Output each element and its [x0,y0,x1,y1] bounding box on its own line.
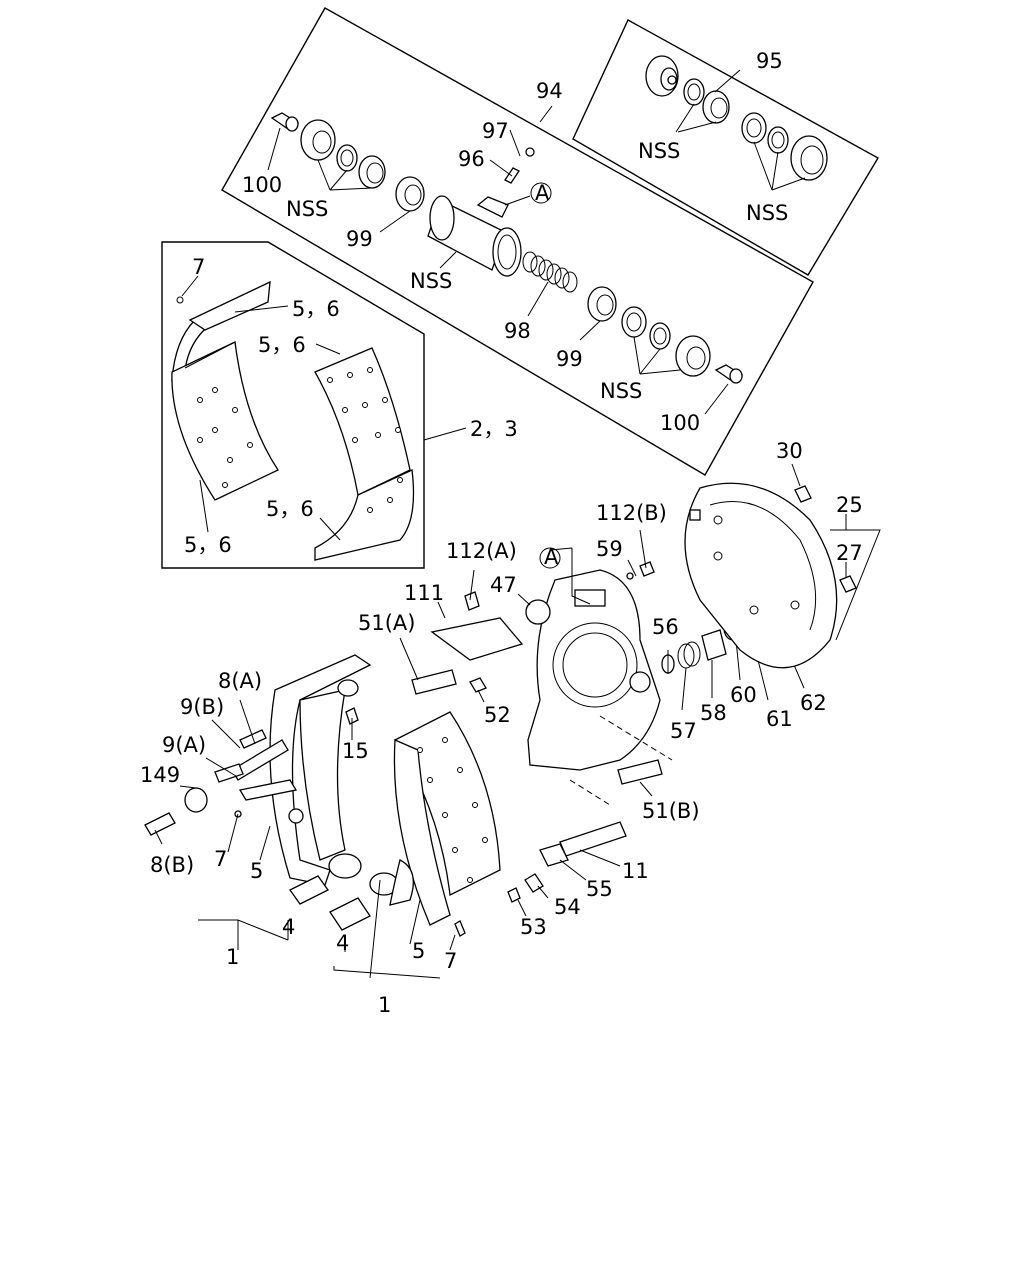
label-59: 59 [596,537,623,561]
label-56: 56 [652,615,679,639]
label-9-b: 9(B) [180,695,224,719]
label-5-6-c: 5，6 [266,497,314,521]
label-55: 55 [586,877,613,901]
label-nss-2: NSS [410,269,452,293]
label-149: 149 [140,763,180,787]
dust-cover-group [684,463,881,669]
label-53: 53 [520,915,547,939]
label-5-6-d: 5，6 [184,533,232,557]
label-94: 94 [536,79,563,103]
label-callout-a-2: A [544,545,559,569]
label-100-right: 100 [660,411,700,435]
label-98: 98 [504,319,531,343]
brake-shoe-group [144,654,501,979]
lining-rivet-holes [197,367,403,513]
shoe-lining-group [161,241,467,569]
label-nss-5: NSS [600,379,642,403]
label-100-left: 100 [242,173,282,197]
label-52: 52 [484,703,511,727]
label-111: 111 [404,581,444,605]
shoe-rivet-holes [417,737,488,883]
kit-94-parts [267,105,744,415]
kit-94-frame [221,7,814,476]
label-5-6-a: 5，6 [292,297,340,321]
label-58: 58 [700,701,727,725]
label-47: 47 [490,573,517,597]
label-15: 15 [342,739,369,763]
label-112-b: 112(B) [596,501,667,525]
wheel-cylinder-kit-group [221,7,879,476]
callout-labels: 94 95 97 96 A 100 NSS 99 NSS NSS NSS 98 … [140,49,863,1017]
label-1-right: 1 [378,993,391,1017]
label-51-b: 51(B) [642,799,700,823]
label-9-a: 9(A) [162,733,206,757]
label-callout-a: A [535,181,550,205]
label-7-top: 7 [192,255,205,279]
label-5-6-b: 5，6 [258,333,306,357]
label-nss-4: NSS [746,201,788,225]
label-112-a: 112(A) [446,539,517,563]
callout-a-circle [530,182,552,204]
label-5-right: 5 [412,939,425,963]
label-7-bottom: 7 [444,949,457,973]
kit-95-parts [645,55,828,191]
label-4-left: 4 [282,915,295,939]
label-27: 27 [836,541,863,565]
spring-98 [522,251,578,293]
label-57: 57 [670,719,697,743]
label-7-mid: 7 [214,847,227,871]
label-30: 30 [776,439,803,463]
label-4-right: 4 [336,931,349,955]
label-11: 11 [622,859,649,883]
label-62: 62 [800,691,827,715]
label-1-left: 1 [226,945,239,969]
label-25: 25 [836,493,863,517]
label-5-left: 5 [250,859,263,883]
label-8-b: 8(B) [150,853,194,877]
label-96: 96 [458,147,485,171]
label-nss-1: NSS [286,197,328,221]
kit-95-frame [572,19,879,276]
label-99-right: 99 [556,347,583,371]
lining-box-frame [161,241,425,569]
callout-a-circle-2 [539,547,561,569]
label-99-left: 99 [346,227,373,251]
label-97: 97 [482,119,509,143]
anchor-plate-group [399,529,805,917]
label-54: 54 [554,895,581,919]
label-95: 95 [756,49,783,73]
label-nss-3: NSS [638,139,680,163]
label-8-a: 8(A) [218,669,262,693]
label-51-a: 51(A) [358,611,415,635]
label-2-3: 2，3 [470,417,518,441]
label-60: 60 [730,683,757,707]
label-61: 61 [766,707,793,731]
